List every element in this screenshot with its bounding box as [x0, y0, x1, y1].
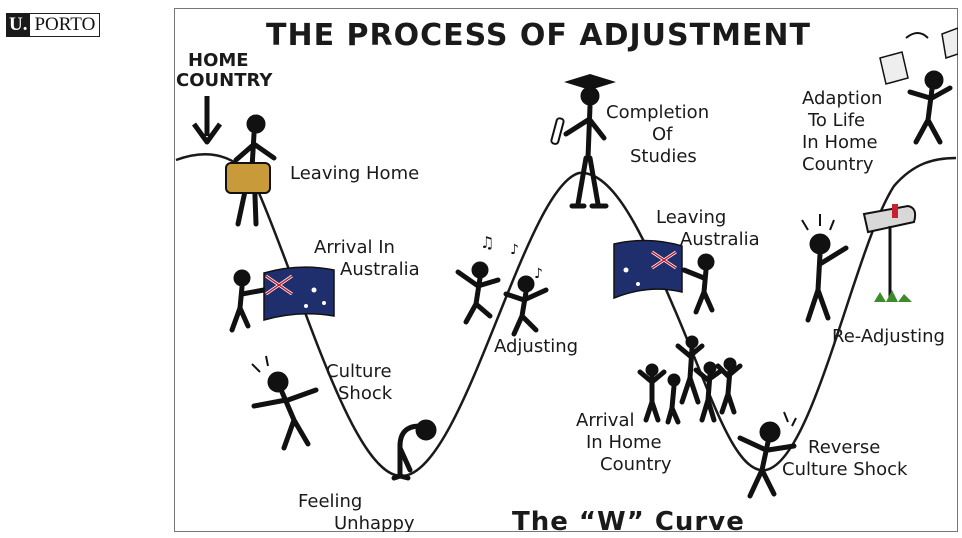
label-culture-shock: Culture Shock [326, 361, 397, 404]
figure-feeling-unhappy [391, 419, 437, 481]
label-reverse-culture-shock: Reverse Culture Shock [782, 437, 908, 480]
diagram-title: THE PROCESS OF ADJUSTMENT [266, 18, 811, 53]
svg-text:♫: ♫ [480, 233, 494, 252]
mailbox-icon [862, 204, 917, 302]
figure-welcome-crowd [637, 335, 743, 425]
figure-re-adjusting [801, 214, 849, 323]
music-notes-icon: ♫ ♪ ♪ [480, 233, 543, 282]
figure-graduate [550, 74, 616, 209]
figure-leaving-australia [681, 253, 715, 315]
figure-culture-shock [251, 355, 319, 451]
label-adjusting: Adjusting [494, 336, 578, 357]
w-curve-diagram: THE PROCESS OF ADJUSTMENT HOME COUNTRY L… [175, 18, 958, 532]
label-leaving-home: Leaving Home [290, 163, 419, 184]
label-home-country: HOME COUNTRY [176, 50, 273, 91]
figure-reverse-culture-shock [737, 411, 797, 499]
svg-text:♪: ♪ [510, 242, 519, 258]
figure-arrival-australia [229, 269, 267, 333]
papers-icon [879, 27, 958, 85]
diagram-subtitle: The “W” Curve [512, 507, 745, 532]
label-feeling-unhappy: Feeling Unhappy [298, 491, 415, 532]
label-adaption: Adaption To Life In Home Country [802, 88, 888, 175]
down-arrow-icon [191, 96, 223, 145]
figure-adjusting-dancer-2 [503, 275, 549, 337]
suitcase-icon [225, 162, 271, 194]
figure-leaving-home [225, 114, 277, 227]
logo-wordmark: PORTO [30, 13, 101, 37]
label-arrival-home-country: Arrival In Home Country [576, 410, 672, 475]
figure-adjusting-dancer-1 [455, 261, 501, 325]
label-leaving-australia: Leaving Australia [656, 207, 760, 250]
svg-text:♪: ♪ [534, 266, 543, 282]
diploma-icon [550, 117, 565, 145]
label-completion-of-studies: Completion Of Studies [606, 102, 715, 167]
figure-adaption [907, 70, 953, 145]
logo-mark: U. [6, 13, 31, 37]
australian-flag-left-icon [263, 266, 335, 321]
university-logo: U. PORTO [6, 13, 101, 37]
australian-flag-right-icon [613, 239, 683, 300]
label-re-adjusting: Re-Adjusting [832, 326, 945, 347]
label-arrival-australia: Arrival In Australia [314, 237, 420, 280]
